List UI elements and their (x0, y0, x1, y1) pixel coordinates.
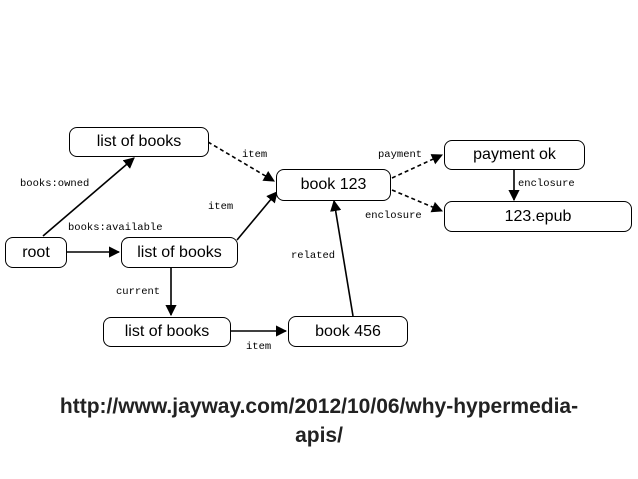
node-label: list of books (96, 133, 182, 150)
edge-item-top (207, 141, 275, 182)
edge-enclosure-mid (391, 189, 444, 213)
source-url-line-2: apis/ (295, 424, 343, 447)
node-list-of-books-bottom: list of books (103, 317, 231, 347)
node-list-of-books-mid: list of books (121, 237, 238, 268)
node-label: 123.epub (504, 207, 572, 225)
node-label: book 123 (300, 176, 367, 193)
node-payment-ok: payment ok (444, 140, 585, 170)
edge-payment (391, 154, 444, 179)
edge-label-item-bottom: item (246, 341, 272, 353)
node-label: payment ok (473, 146, 556, 163)
edge-label-payment: payment (378, 149, 423, 161)
edge-item-mid (236, 191, 278, 241)
node-label: list of books (124, 323, 210, 340)
edge-label-books-available: books:available (68, 222, 163, 234)
node-label: root (22, 243, 50, 261)
edge-label-current: current (116, 286, 161, 298)
edge-related (330, 199, 354, 317)
node-label: list of books (137, 243, 222, 261)
edge-label-enclosure-right: enclosure (518, 178, 575, 190)
node-123-epub: 123.epub (444, 201, 632, 232)
edge-label-item-top: item (242, 149, 268, 161)
source-url-line-1: http://www.jayway.com/2012/10/06/why-hyp… (59, 395, 579, 418)
node-label: book 456 (315, 322, 381, 340)
node-list-of-books-top: list of books (69, 127, 209, 157)
edge-label-books-owned: books:owned (20, 178, 90, 190)
edge-books-owned (42, 157, 135, 237)
node-root: root (5, 237, 67, 268)
edge-label-enclosure-mid: enclosure (365, 210, 422, 222)
node-book-123: book 123 (276, 169, 391, 201)
node-book-456: book 456 (288, 316, 408, 347)
edge-label-related: related (291, 250, 336, 262)
edge-label-item-mid: item (208, 201, 234, 213)
